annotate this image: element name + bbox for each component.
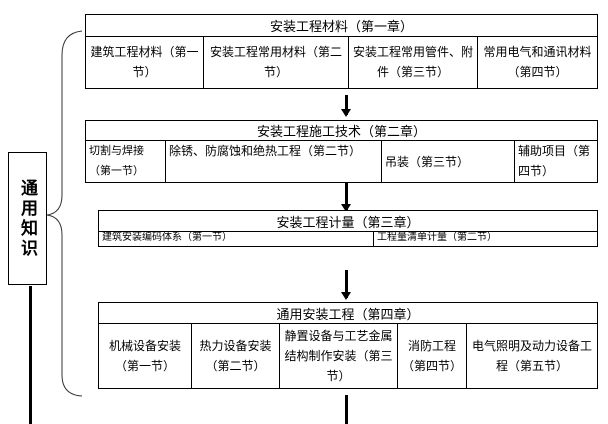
continuation-line xyxy=(345,395,348,424)
section-2-1: 切割与焊接（第一节） xyxy=(86,140,166,182)
general-knowledge-label-box: 通用知识 xyxy=(8,152,47,285)
arrow-3-4 xyxy=(341,270,351,300)
section-4-1: 机械设备安装（第一节） xyxy=(99,323,192,388)
chapter-2-title: 安装工程施工技术（第二章） xyxy=(86,121,597,141)
section-1-2: 安装工程常用材料（第二节） xyxy=(204,36,349,88)
section-4-2: 热力设备安装（第二节） xyxy=(192,323,280,388)
chapter-1: 安装工程材料（第一章） 建筑工程材料（第一节） 安装工程常用材料（第二节） 安装… xyxy=(85,14,598,89)
section-3-2: 工程量清单计量（第二节） xyxy=(377,232,497,243)
arrow-2-3 xyxy=(341,182,351,212)
main-line xyxy=(29,286,32,424)
chapter-1-title: 安装工程材料（第一章） xyxy=(86,15,597,37)
section-2-4: 辅助项目（第四节） xyxy=(518,144,591,178)
section-1-3: 安装工程常用管件、附件（第三节） xyxy=(349,36,478,88)
section-2-3: 吊装（第三节） xyxy=(382,140,515,182)
chapter-3: 安装工程计量（第三章） 建筑安装编码体系（第一节） 工程量清单计量（第二节） xyxy=(98,210,598,247)
section-4-5: 电气照明及动力设备工程（第五节） xyxy=(471,338,592,373)
section-4-4: 消防工程（第四节） xyxy=(398,323,467,388)
section-4-3: 静置设备与工艺金属结构制作安装（第三节） xyxy=(280,323,398,388)
chapter-4-title: 通用安装工程（第四章） xyxy=(99,303,597,324)
section-1-4: 常用电气和通讯材料（第四节） xyxy=(483,45,592,79)
chapter-3-title: 安装工程计量（第三章） xyxy=(99,211,597,232)
section-3-1: 建筑安装编码体系（第一节） xyxy=(99,231,374,246)
chapter-2: 安装工程施工技术（第二章） 切割与焊接（第一节） 除锈、防腐蚀和绝热工程（第二节… xyxy=(85,120,598,183)
general-knowledge-label: 通用知识 xyxy=(17,178,37,259)
section-1-1: 建筑工程材料（第一节） xyxy=(86,36,204,88)
arrow-1-2 xyxy=(341,95,351,117)
chapter-4: 通用安装工程（第四章） 机械设备安装（第一节） 热力设备安装（第二节） 静置设备… xyxy=(98,302,598,389)
section-2-2: 除锈、防腐蚀和绝热工程（第二节） xyxy=(166,140,382,182)
